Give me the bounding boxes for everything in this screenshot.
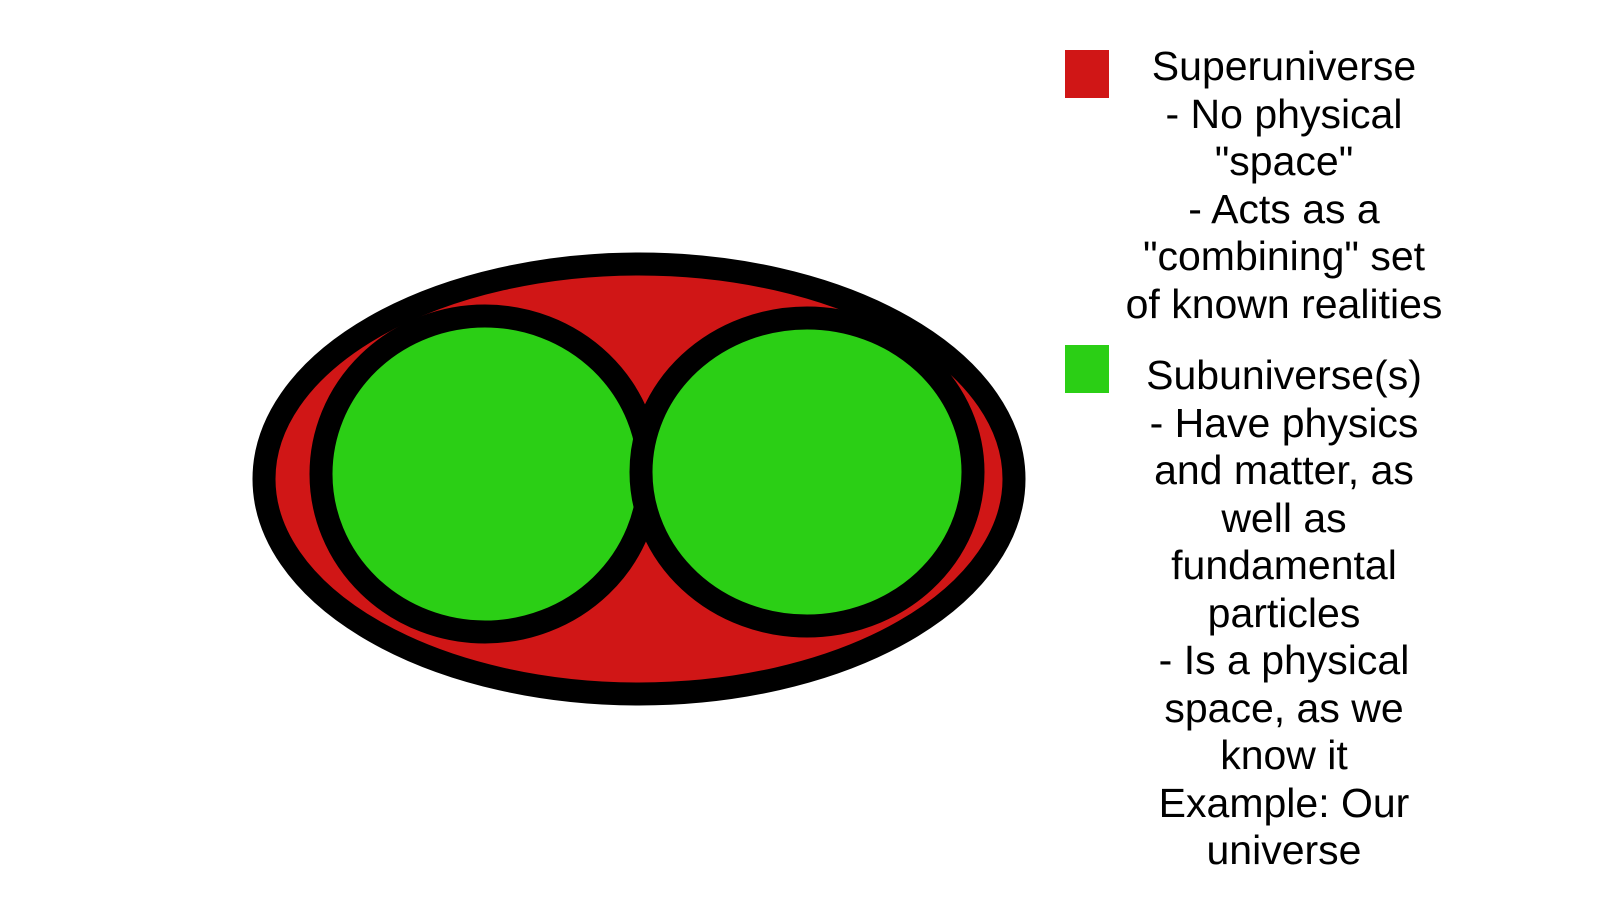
subuniverse-legend-text: Subuniverse(s) - Have physics and matter… — [1108, 352, 1460, 875]
legend-line: - Acts as a — [1188, 185, 1380, 232]
legend-line: particles — [1207, 589, 1361, 636]
legend-line: space, as we — [1164, 684, 1404, 731]
legend-line: Superuniverse — [1151, 43, 1417, 89]
legend-line: - No physical — [1165, 90, 1403, 137]
legend-line: well as — [1221, 494, 1347, 541]
legend-line: "space" — [1214, 138, 1354, 184]
legend-line: - Have physics — [1149, 399, 1419, 446]
subuniverse-right-circle — [629, 306, 985, 638]
legend-line: - Is a physical — [1158, 637, 1410, 683]
superuniverse-legend-text: Superuniverse - No physical "space" - Ac… — [1108, 43, 1460, 328]
superuniverse-legend-swatch — [1065, 50, 1109, 98]
legend-line: fundamental — [1171, 542, 1397, 588]
legend-line: "combining" set — [1142, 233, 1426, 279]
subuniverse-left-circle — [309, 304, 661, 644]
legend-line: Subuniverse(s) — [1146, 352, 1422, 398]
legend-line: know it — [1220, 732, 1348, 778]
legend-line: universe — [1206, 827, 1362, 873]
legend-line: Example: Our — [1158, 779, 1410, 826]
legend-line: and matter, as — [1154, 447, 1414, 493]
subuniverse-legend-swatch — [1065, 345, 1109, 393]
legend-line: of known realities — [1125, 280, 1443, 327]
